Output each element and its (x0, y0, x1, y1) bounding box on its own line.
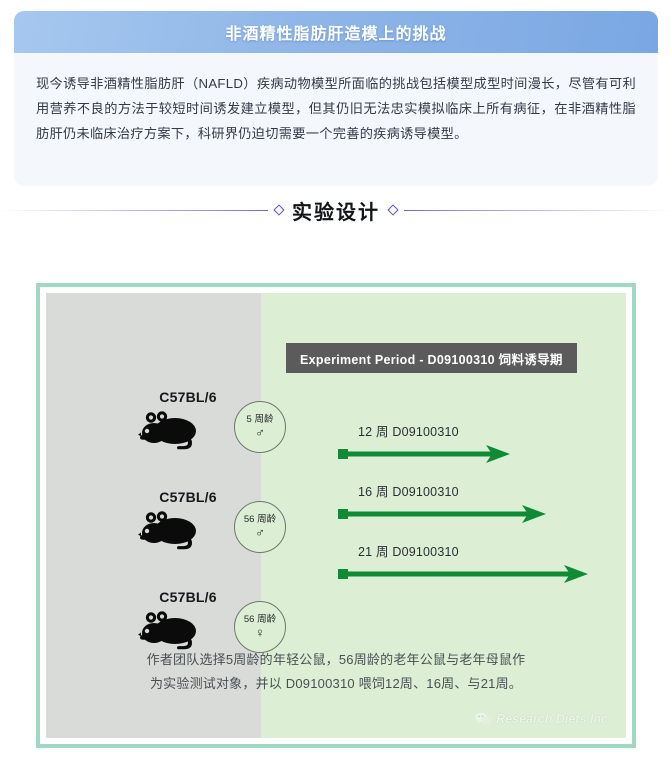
experiment-period-banner: Experiment Period - D09100310 饲料诱导期 (286, 343, 577, 373)
animal-group-row: C57BL/6 (46, 389, 316, 489)
age-sex-badge: 5 周龄 ♂ (234, 401, 286, 453)
mouse-icon (138, 411, 204, 460)
callout-title: 非酒精性脂肪肝造模上的挑战 (225, 26, 447, 43)
diagram-inner-panel: Experiment Period - D09100310 饲料诱导期 C57B… (46, 293, 626, 738)
mouse-icon (138, 511, 204, 560)
arrow-label: 12 周 D09100310 (358, 425, 459, 439)
experiment-design-diagram: Experiment Period - D09100310 饲料诱导期 C57B… (36, 283, 636, 748)
callout-header: 非酒精性脂肪肝造模上的挑战 (14, 11, 658, 53)
sex-symbol-icon: ♂ (255, 425, 265, 441)
sex-symbol-icon: ♂ (255, 525, 265, 541)
sex-symbol-icon: ♀ (255, 625, 265, 641)
animal-group-row: C57BL/6 (46, 489, 316, 589)
diamond-ornament-right-icon (387, 204, 399, 216)
challenge-callout-card: 非酒精性脂肪肝造模上的挑战 现今诱导非酒精性脂肪肝（NAFLD）疾病动物模型所面… (14, 11, 658, 186)
divider-line-left (0, 209, 268, 211)
callout-paragraph: 现今诱导非酒精性脂肪肝（NAFLD）疾病动物模型所面临的挑战包括模型成型时间漫长… (36, 76, 636, 141)
diagram-caption: 作者团队选择5周龄的年轻公鼠，56周龄的老年公鼠与老年母鼠作 为实验测试对象，并… (46, 648, 626, 696)
mouse-icon (138, 611, 204, 660)
animal-group-row: C57BL/6 (46, 589, 316, 689)
section-title-text: 实验设计 (292, 201, 380, 224)
arrow-label: 16 周 D09100310 (358, 485, 459, 499)
caption-line-1: 作者团队选择5周龄的年轻公鼠，56周龄的老年公鼠与老年母鼠作 (146, 652, 526, 667)
age-sex-badge: 56 周龄 ♂ (234, 501, 286, 553)
strain-label: C57BL/6 (159, 489, 217, 505)
age-label: 56 周龄 (243, 513, 277, 525)
wechat-icon (475, 712, 491, 726)
section-divider: 实验设计 (0, 193, 672, 227)
strain-label: C57BL/6 (159, 589, 217, 605)
diamond-ornament-left-icon (273, 204, 285, 216)
age-label: 5 周龄 (246, 413, 274, 425)
callout-body: 现今诱导非酒精性脂肪肝（NAFLD）疾病动物模型所面临的挑战包括模型成型时间漫长… (14, 53, 658, 146)
divider-line-right (404, 209, 672, 211)
age-sex-badge: 56 周龄 ♀ (234, 601, 286, 653)
watermark: Research Diets Inc (475, 712, 608, 726)
arrow-label: 21 周 D09100310 (358, 545, 459, 559)
caption-line-2: 为实验测试对象，并以 D09100310 喂饲12周、16周、与21周。 (149, 676, 523, 691)
experiment-period-label: Experiment Period - D09100310 饲料诱导期 (300, 352, 563, 367)
strain-label: C57BL/6 (159, 389, 217, 405)
watermark-text: Research Diets Inc (496, 712, 608, 726)
age-label: 56 周龄 (243, 613, 277, 625)
